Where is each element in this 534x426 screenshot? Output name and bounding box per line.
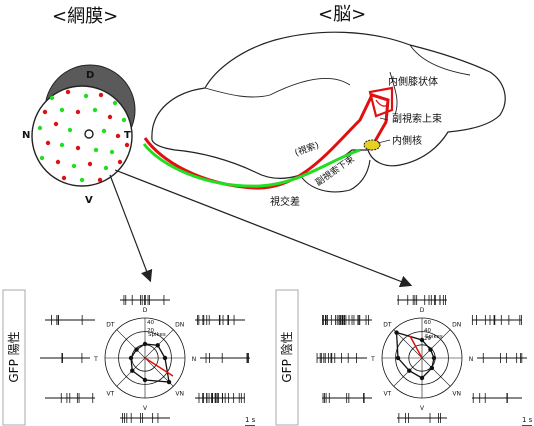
arrow-to-panel-2 (114, 169, 413, 288)
tuning-point (431, 355, 437, 361)
direction-label-n: N (192, 356, 197, 363)
raster-dn (471, 315, 522, 325)
preferred-direction-vector (144, 357, 174, 377)
tuning-point (407, 368, 412, 373)
optic-disc (84, 129, 94, 139)
panel1-label-frame (2, 289, 26, 426)
direction-label-vn: VN (175, 391, 184, 398)
tuning-point (142, 377, 148, 383)
direction-label-t: T (370, 356, 375, 363)
tuning-point (142, 341, 148, 347)
retina-label-ventral: V (85, 195, 93, 206)
raster-d (120, 295, 170, 305)
label-inferior-fasciculus: 副視索下束 (313, 153, 357, 189)
label-medial-nucleus: 内側核 (392, 134, 422, 147)
cerebellum-line (409, 44, 471, 76)
brainstem-outline (299, 159, 371, 193)
raster-vt (322, 393, 372, 403)
lgn-inner (375, 99, 389, 107)
label-optic-tract: (視索) (293, 139, 321, 159)
direction-label-vn: VN (452, 391, 461, 398)
direction-label-dn: DN (452, 321, 461, 328)
midbrain-line (389, 71, 398, 116)
brain-title: <脳> (318, 4, 366, 25)
direction-label-dn: DN (175, 321, 184, 328)
direction-label-vt: VT (383, 391, 391, 398)
raster-d (397, 295, 447, 305)
panel1-side-label: GFP 陽性 (7, 331, 21, 382)
label-chiasm: 視交差 (270, 195, 300, 208)
lgn-outline (368, 86, 394, 118)
tuning-point (155, 343, 160, 348)
label-lgn: 内側膝状体 (388, 75, 438, 88)
raster-vt (45, 393, 95, 403)
tuning-point (429, 365, 435, 371)
retina-label-temporal: T (124, 130, 131, 141)
preferred-direction-vector (409, 335, 423, 359)
green-pathway (142, 143, 361, 188)
direction-label-v: V (143, 405, 148, 412)
radius-label: 20 (424, 336, 431, 342)
tuning-point (134, 347, 139, 352)
direction-label-dt: DT (383, 321, 392, 328)
tuning-point (166, 379, 172, 385)
direction-label-d: D (420, 307, 425, 314)
direction-label-d: D (143, 307, 148, 314)
direction-label-dt: DT (106, 321, 115, 328)
retina-title: <網膜> (52, 6, 118, 27)
brain-sulcus (204, 78, 351, 98)
radius-label: 40 (424, 328, 431, 334)
raster-v (397, 413, 447, 423)
spikes-unit-label: Spikes (425, 334, 443, 340)
raster-dt (45, 315, 95, 325)
medial-nucleus-marker (363, 139, 381, 151)
tuning-point (419, 375, 425, 381)
retina-label-dorsal: D (86, 70, 94, 81)
retina-label-nasal: N (22, 130, 30, 141)
raster-vn (472, 393, 522, 403)
tuning-point (394, 330, 399, 335)
raster-dn (195, 315, 245, 325)
pointer-line (379, 117, 389, 121)
direction-label-t: T (93, 356, 98, 363)
tuning-point (128, 355, 134, 361)
radius-label: 40 (147, 320, 154, 326)
arrow-to-panel-1 (109, 174, 153, 283)
scale-bar-label: 1 s (245, 416, 256, 424)
brain-outline (151, 31, 506, 179)
red-pathway (143, 93, 390, 190)
scale-bar-label: 1 s (522, 416, 533, 424)
direction-label-v: V (420, 405, 425, 412)
tuning-point (162, 355, 168, 361)
tuning-point (419, 337, 425, 343)
raster-vn (195, 393, 245, 403)
raster-t (40, 353, 90, 363)
radius-label: 20 (147, 328, 154, 334)
tuning-point (428, 347, 433, 352)
raster-n (477, 353, 527, 363)
raster-n (200, 353, 250, 363)
pointer-line (377, 139, 391, 144)
raster-dt (322, 315, 372, 325)
radius-label: 60 (424, 320, 431, 326)
panel2-label-frame (275, 289, 299, 426)
raster-v (120, 413, 170, 423)
tuning-point (395, 355, 401, 361)
direction-label-vt: VT (106, 391, 114, 398)
retina-dots (37, 89, 130, 183)
spikes-unit-label: Spikes (148, 332, 166, 338)
tuning-point (130, 368, 135, 373)
raster-t (316, 353, 367, 363)
panel2-side-label: GFP 陰性 (280, 331, 294, 382)
label-superior-fasciculus: 副視索上束 (392, 112, 442, 125)
direction-label-n: N (469, 356, 474, 363)
